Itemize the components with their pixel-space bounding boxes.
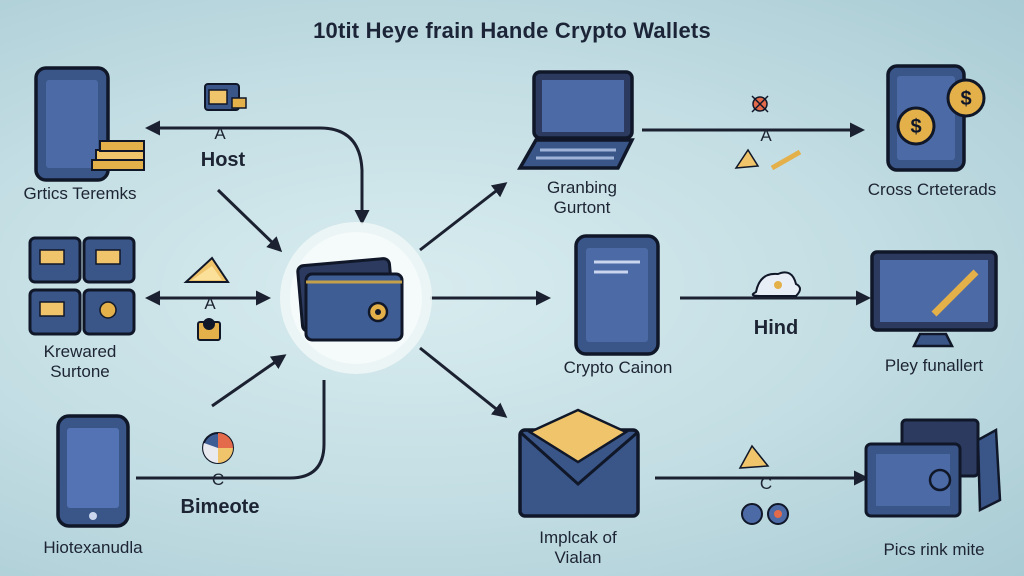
right-node-label-3: Pics rink mite	[883, 540, 985, 559]
device-cluster-icon	[864, 418, 1002, 518]
line-bottom-to-hub	[136, 380, 326, 480]
right-connector-letter-1: A	[760, 126, 772, 145]
monitor-pen-icon	[870, 250, 998, 348]
arrow-top-curve-to-hub	[319, 126, 370, 225]
lock-icon	[197, 318, 221, 341]
tools-icon	[734, 148, 802, 171]
right-connector-caption-2: Hind	[753, 317, 799, 339]
smartphone-icon	[56, 414, 130, 528]
right-connector-letter-3: C	[759, 474, 773, 493]
pie-chart-icon	[202, 432, 234, 464]
connector-letter-1: A	[214, 124, 226, 143]
app-grid-icon	[28, 236, 136, 336]
diagram-title: 10tit Heye frain Hande Crypto Wallets	[313, 18, 711, 43]
middle-node-label-3b: Vialan	[554, 548, 602, 567]
tablet-icon	[574, 234, 660, 356]
connector-letter-2: A	[204, 294, 216, 313]
wallet-icon	[296, 257, 404, 342]
left-node-label-2b: Surtone	[50, 362, 110, 381]
arrow-hub-to-laptop	[419, 182, 508, 252]
arrow-top-diag-to-hub	[216, 188, 283, 253]
tablet-coins-icon: $ $	[886, 64, 986, 172]
document-stack-icon	[183, 256, 230, 283]
arrow-bottom-diag-to-hub	[211, 354, 287, 408]
middle-node-label-1a: Granbing	[547, 178, 617, 197]
coins-icon	[738, 444, 789, 525]
right-node-label-1: Cross Crteterads	[867, 180, 997, 199]
bug-icon	[751, 95, 769, 113]
connector-letter-3: C	[211, 470, 225, 489]
arrow-hub-to-envelope	[419, 346, 508, 418]
right-node-label-2: Pley funallert	[884, 356, 984, 375]
phone-with-gold-bars-icon	[34, 66, 145, 182]
hub-wallet-node	[280, 222, 432, 374]
middle-node-label-1b: Gurtont	[553, 198, 611, 217]
folder-key-icon	[204, 83, 247, 111]
left-node-label-3: Hiotexanudla	[43, 538, 143, 557]
laptop-icon	[516, 70, 635, 170]
envelope-icon	[518, 408, 640, 518]
middle-node-label-3a: Implcak of	[539, 528, 617, 547]
left-node-label-1: Grtics Teremks	[23, 184, 137, 203]
cloud-icon	[751, 271, 801, 297]
middle-node-label-2: Crypto Cainon	[563, 358, 673, 377]
svg-text:$: $	[910, 116, 921, 138]
connector-caption-1: Host	[200, 149, 246, 171]
svg-text:$: $	[960, 88, 971, 110]
left-node-label-2a: Krewared	[43, 342, 117, 361]
connector-caption-3: Bimeote	[180, 496, 260, 518]
